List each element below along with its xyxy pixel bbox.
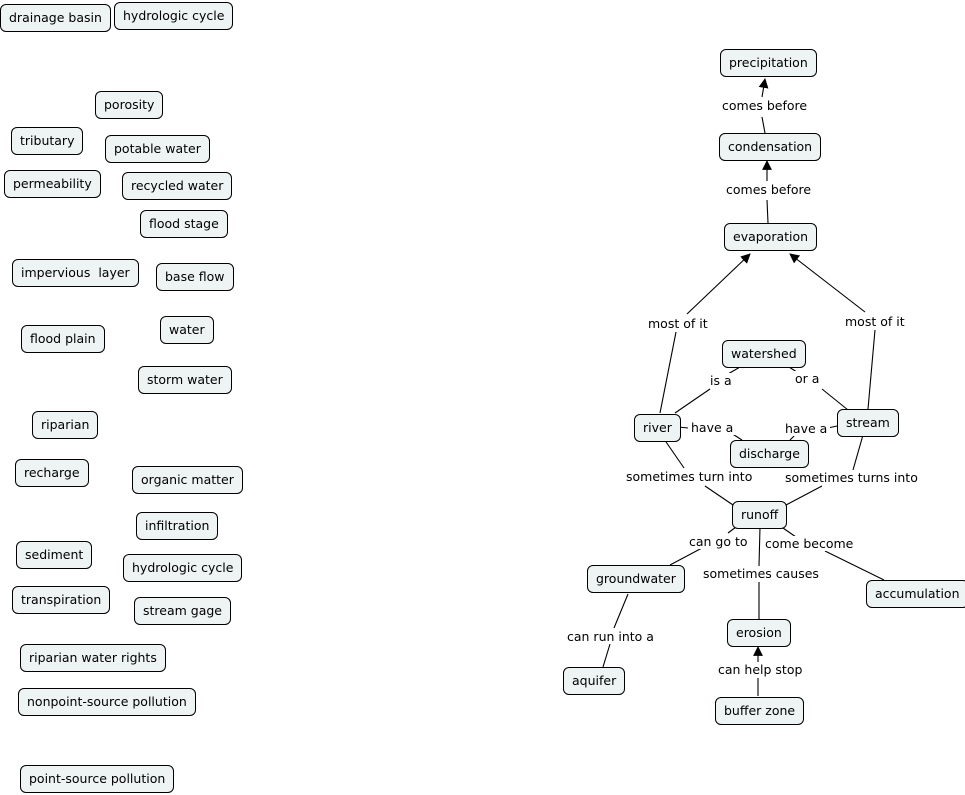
concept-base-flow[interactable]: base flow (156, 263, 234, 291)
concept-hydrologic-cycle-2[interactable]: hydrologic cycle (123, 554, 243, 582)
concept-runoff[interactable]: runoff (732, 501, 788, 529)
arrow-most-of-it-evaporation-left (686, 253, 751, 315)
concept-flood-stage[interactable]: flood stage (140, 210, 228, 238)
link-label-is-a[interactable]: is a (707, 373, 735, 388)
concept-water[interactable]: water (160, 316, 214, 344)
link-label-sometimes-turn-into[interactable]: sometimes turn into (623, 469, 756, 484)
link-line-is-a-river (674, 388, 711, 414)
link-line-river-most-of-it (659, 331, 677, 414)
concept-sediment[interactable]: sediment (16, 541, 93, 569)
concept-potable-water[interactable]: potable water (105, 135, 210, 163)
link-label-sometimes-turns-into[interactable]: sometimes turns into (782, 470, 921, 485)
arrow-most-of-it-evaporation-right (789, 253, 866, 313)
concept-erosion[interactable]: erosion (727, 619, 791, 647)
concept-stream-gage[interactable]: stream gage (134, 597, 231, 625)
link-label-most-of-it-stream[interactable]: most of it (842, 314, 908, 329)
concept-porosity[interactable]: porosity (95, 91, 164, 119)
concept-stream[interactable]: stream (837, 409, 899, 437)
link-label-can-help-stop[interactable]: can help stop (715, 662, 806, 677)
concept-riparian-water-rights[interactable]: riparian water rights (20, 644, 166, 672)
concept-discharge[interactable]: discharge (730, 440, 809, 468)
link-line-can-run-into-a-aquifer (602, 643, 611, 668)
concept-riparian[interactable]: riparian (32, 411, 99, 439)
concept-aquifer[interactable]: aquifer (563, 667, 626, 695)
concept-recharge[interactable]: recharge (15, 459, 89, 487)
link-label-sometimes-causes[interactable]: sometimes causes (700, 566, 822, 581)
link-label-have-a-river[interactable]: have a (688, 420, 737, 435)
link-line-can-go-to-groundwater (669, 547, 703, 566)
link-label-comes-before-condensation[interactable]: comes before (723, 182, 815, 197)
link-label-comes-before-precipitation[interactable]: comes before (719, 98, 811, 113)
link-label-come-become[interactable]: come become (762, 536, 857, 551)
link-line-evaporation-comes-before (766, 199, 769, 224)
concept-hydrologic-cycle[interactable]: hydrologic cycle (114, 2, 234, 30)
link-label-can-go-to[interactable]: can go to (686, 534, 751, 549)
concept-groundwater[interactable]: groundwater (587, 565, 685, 593)
concept-point-source-pollution[interactable]: point-source pollution (20, 765, 175, 793)
link-line-runoff-sometimes-causes (758, 526, 761, 567)
concept-recycled-water[interactable]: recycled water (122, 172, 233, 200)
link-line-condensation-comes-before (761, 116, 766, 134)
concept-nonpoint-source-pollution[interactable]: nonpoint-source pollution (18, 688, 196, 716)
concept-drainage-basin[interactable]: drainage basin (0, 4, 111, 32)
link-line-river-sometimes-turn-into (663, 438, 685, 469)
concept-permeability[interactable]: permeability (4, 170, 101, 198)
concept-river[interactable]: river (634, 414, 681, 442)
concept-precipitation[interactable]: precipitation (720, 49, 817, 77)
link-label-can-run-into-a[interactable]: can run into a (564, 629, 657, 644)
link-label-most-of-it-river[interactable]: most of it (645, 316, 711, 331)
concept-storm-water[interactable]: storm water (138, 366, 232, 394)
link-line-watershed-is-a (727, 366, 741, 375)
link-label-or-a[interactable]: or a (792, 371, 823, 386)
concept-buffer-zone[interactable]: buffer zone (715, 697, 805, 725)
concept-accumulation[interactable]: accumulation (866, 580, 965, 608)
link-line-sometimes-turn-into-runoff (704, 485, 734, 506)
concept-watershed[interactable]: watershed (722, 340, 806, 368)
concept-condensation[interactable]: condensation (719, 133, 822, 161)
concept-impervious-layer[interactable]: impervious layer (12, 259, 139, 287)
link-line-or-a-stream (821, 388, 849, 411)
concept-flood-plain[interactable]: flood plain (21, 325, 105, 353)
link-line-stream-sometimes-turns-into (852, 434, 864, 471)
link-line-come-become-accumulation (824, 550, 885, 581)
link-label-have-a-stream[interactable]: have a (782, 421, 831, 436)
arrow-comes-before-precipitation (758, 78, 769, 98)
link-line-sometimes-turns-into-runoff (785, 485, 823, 506)
concept-transpiration[interactable]: transpiration (12, 586, 111, 614)
link-line-stream-most-of-it (867, 329, 876, 410)
concept-evaporation[interactable]: evaporation (724, 223, 818, 251)
concept-tributary[interactable]: tributary (11, 127, 84, 155)
link-line-runoff-come-become (782, 527, 797, 538)
concept-organic-matter[interactable]: organic matter (132, 466, 243, 494)
concept-infiltration[interactable]: infiltration (136, 512, 219, 540)
link-line-groundwater-can-run-into-a (613, 593, 629, 629)
